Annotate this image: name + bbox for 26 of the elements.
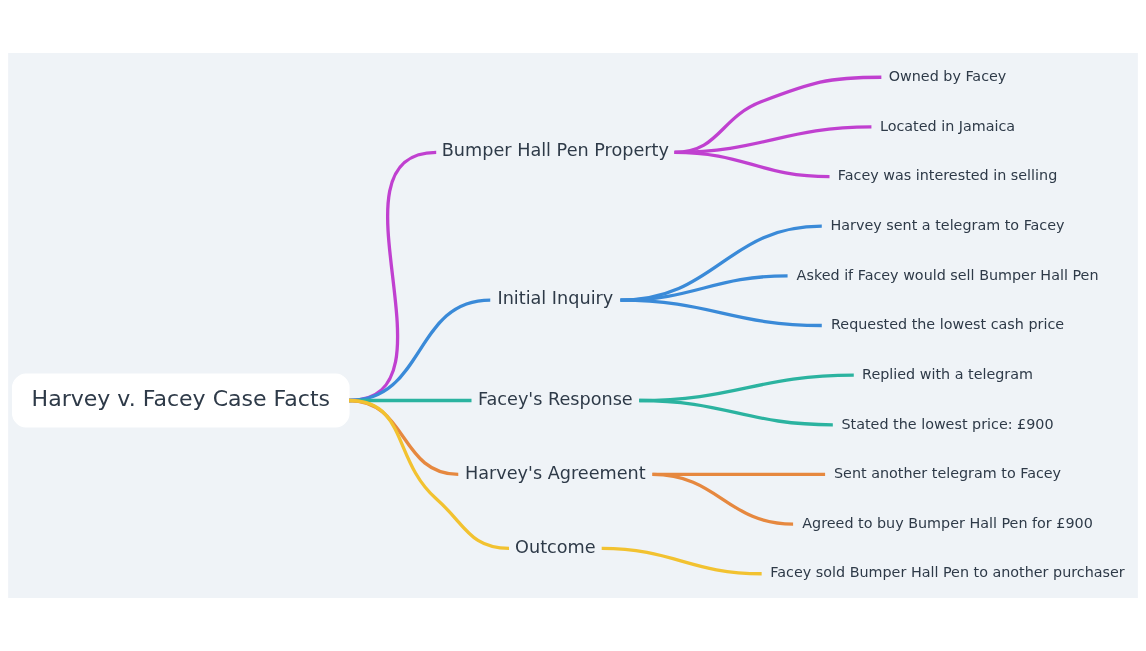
connector (620, 274, 788, 302)
node-text: Harvey's Agreement (465, 462, 646, 483)
node-text: Asked if Facey would sell Bumper Hall Pen (796, 266, 1099, 283)
node-text: Facey was interested in selling (837, 167, 1058, 184)
node-text: Facey sold Bumper Hall Pen to another purchaser (770, 564, 1125, 581)
node-text: Stated the lowest price: £900 (841, 415, 1054, 432)
node-text: Harvey sent a telegram to Facey (830, 216, 1065, 233)
connector (620, 298, 822, 328)
node-box: Harvey v. Facey Case Facts (12, 373, 350, 428)
node-text: Owned by Facey (888, 68, 1007, 85)
connector (674, 75, 882, 154)
connector (639, 398, 833, 427)
node-text: Replied with a telegram (862, 365, 1033, 382)
connector (601, 546, 762, 576)
node-text: Located in Jamaica (879, 117, 1016, 134)
node-text: Bumper Hall Pen Property (441, 140, 669, 161)
node-text: Outcome (515, 536, 596, 557)
connector (620, 224, 822, 302)
connector (348, 398, 510, 550)
node-text: Requested the lowest cash price (831, 316, 1065, 333)
connector (652, 472, 794, 526)
node-text: Initial Inquiry (497, 288, 614, 309)
connector (674, 150, 830, 179)
node-text: Facey's Response (478, 388, 633, 409)
node-text: Sent another telegram to Facey (834, 465, 1062, 482)
node-text: Agreed to buy Bumper Hall Pen for £900 (802, 514, 1093, 531)
